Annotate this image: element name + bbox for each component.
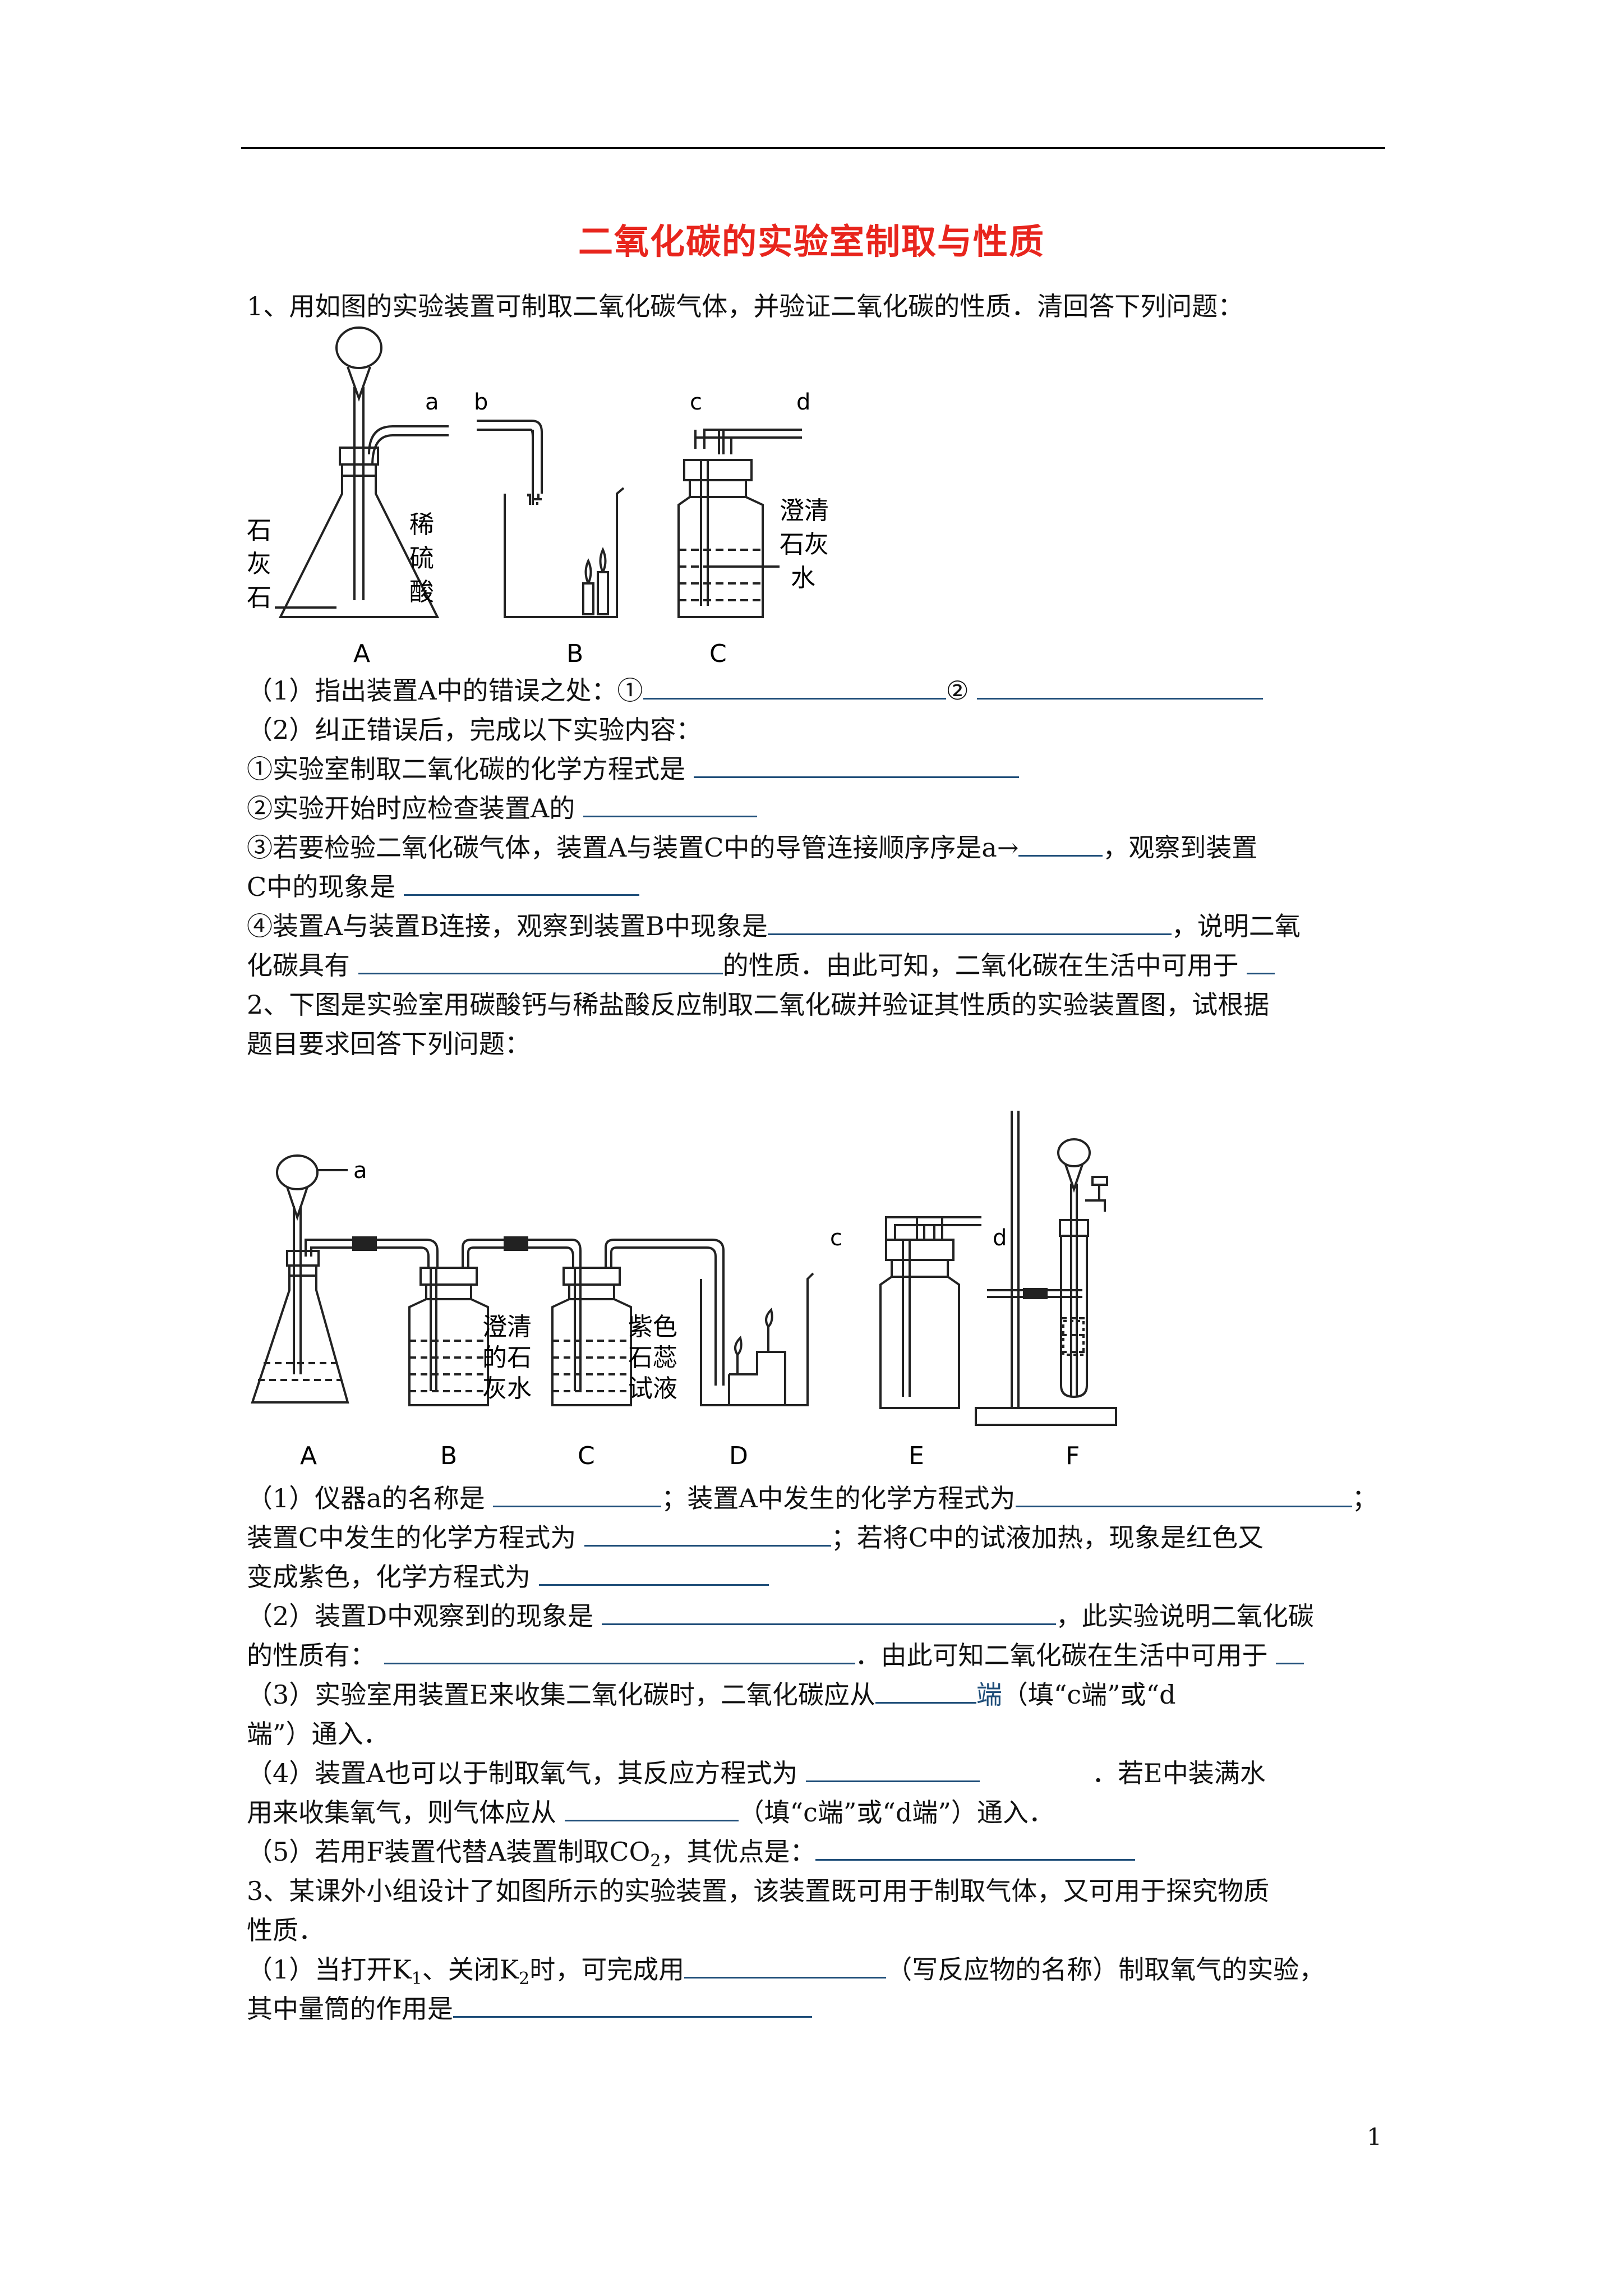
q2-line-10: （5）若用F装置代替A装置制取CO2，其优点是： bbox=[247, 1836, 1136, 1877]
q1-part5: ③若要检验二氧化碳气体，装置A与装置C中的导管连接顺序序是a→，观察到装置 bbox=[247, 832, 1258, 863]
q1-figure: a b c d 石 灰 石 稀 硫 酸 澄清 石灰 水 A B C bbox=[247, 326, 829, 668]
q1-part6: C中的现象是 bbox=[247, 871, 639, 903]
q2-label-E: E bbox=[909, 1442, 924, 1470]
q2-label-C: C bbox=[578, 1442, 595, 1470]
q1-label-a: a bbox=[425, 389, 439, 415]
q1-left1: 石 bbox=[247, 516, 271, 545]
q1-c-text1: 澄清 bbox=[780, 496, 829, 525]
q2-b-text2: 的石 bbox=[482, 1343, 532, 1372]
q1-stem: 1、用如图的实验装置可制取二氧化碳气体，并验证二氧化碳的性质．清回答下列问题： bbox=[247, 291, 1244, 321]
q2-line-4: （2）装置D中观察到的现象是 ，此实验说明二氧化碳 bbox=[247, 1601, 1314, 1631]
q1-label-d: d bbox=[796, 389, 810, 415]
q2-blank-2[interactable] bbox=[1015, 1483, 1352, 1507]
q1-part4: ②实验开始时应检查装置A的 bbox=[247, 793, 757, 824]
q2-blank-7[interactable] bbox=[1276, 1640, 1304, 1664]
q1-c-text2: 石灰 bbox=[780, 530, 829, 559]
q1-blank-2[interactable] bbox=[977, 675, 1264, 700]
q3-blank-2[interactable] bbox=[453, 1994, 812, 2018]
q2-stem-2: 题目要求回答下列问题： bbox=[247, 1029, 531, 1059]
q1-label-A: A bbox=[353, 639, 370, 668]
q1-left3: 石 bbox=[247, 583, 271, 612]
q1-label-C: C bbox=[709, 639, 727, 668]
q3-line-1: （1）当打开K1、关闭K2时，可完成用（写反应物的名称）制取氧气的实验， bbox=[247, 1954, 1325, 1989]
q2-line-3: 变成紫色，化学方程式为 bbox=[247, 1561, 769, 1593]
q2-label-a: a bbox=[353, 1158, 367, 1184]
q1-left2: 灰 bbox=[247, 550, 271, 578]
q3-line-2: 其中量筒的作用是 bbox=[247, 1993, 812, 2024]
q2-label-d: d bbox=[993, 1225, 1007, 1251]
q2-line-7: 端”）通入． bbox=[247, 1719, 389, 1749]
q2-blank-3[interactable] bbox=[584, 1522, 831, 1547]
q3-stem-1: 3、某课外小组设计了如图所示的实验装置，该装置既可用于制取气体，又可用于探究物质 bbox=[247, 1876, 1270, 1906]
q1-label-B: B bbox=[566, 639, 583, 668]
q2-blank-5[interactable] bbox=[601, 1601, 1056, 1625]
q1-part8: 化碳具有 的性质．由此可知，二氧化碳在生活中可用于 bbox=[247, 950, 1275, 981]
q1-blank-9[interactable] bbox=[1247, 950, 1275, 974]
q2-line-8: （4）装置A也可以于制取氧气，其反应方程式为 ．若E中装满水 bbox=[247, 1758, 1266, 1788]
q1-c-text3: 水 bbox=[791, 564, 815, 592]
page-title: 二氧化碳的实验室制取与性质 bbox=[578, 221, 1045, 262]
q2-c-text2: 石蕊 bbox=[628, 1343, 677, 1372]
q2-b-text1: 澄清 bbox=[482, 1313, 532, 1341]
q3-blank-1[interactable] bbox=[684, 1954, 887, 1978]
q2-label-F: F bbox=[1066, 1442, 1080, 1470]
q2-label-c: c bbox=[830, 1225, 842, 1251]
q2-b-text3: 灰水 bbox=[482, 1374, 532, 1403]
q2-blank-4[interactable] bbox=[538, 1562, 769, 1586]
q1-blank-5[interactable] bbox=[1018, 832, 1103, 857]
q2-blank-6[interactable] bbox=[384, 1640, 855, 1664]
q1-blank-7[interactable] bbox=[767, 911, 1172, 935]
header-rule bbox=[241, 147, 1385, 149]
q2-line-5: 的性质有： ．由此可知二氧化碳在生活中可用于 bbox=[247, 1640, 1304, 1671]
q3-stem-2: 性质． bbox=[247, 1915, 324, 1945]
q2-blank-11[interactable] bbox=[815, 1837, 1136, 1861]
q2-blank-8[interactable] bbox=[875, 1680, 976, 1704]
q2-line-1: （1）仪器a的名称是 ；装置A中发生的化学方程式为； bbox=[247, 1483, 1378, 1513]
q2-blank-10[interactable] bbox=[564, 1797, 739, 1821]
q2-label-B: B bbox=[440, 1442, 457, 1470]
q1-right1: 稀 bbox=[409, 510, 434, 539]
q1-blank-4[interactable] bbox=[583, 793, 757, 817]
q1-blank-1[interactable] bbox=[643, 675, 946, 700]
q2-line-2: 装置C中发生的化学方程式为 ；若将C中的试液加热，现象是红色又 bbox=[247, 1522, 1264, 1553]
q1-blank-8[interactable] bbox=[358, 950, 723, 974]
page-number: 1 bbox=[1367, 2123, 1382, 2151]
q1-blank-3[interactable] bbox=[693, 754, 1019, 778]
q1-label-c: c bbox=[690, 389, 702, 415]
q2-c-text1: 紫色 bbox=[628, 1313, 677, 1341]
q2-label-D: D bbox=[729, 1442, 748, 1470]
q1-blank-6[interactable] bbox=[403, 872, 639, 896]
q1-label-b: b bbox=[474, 389, 488, 415]
q1-part7: ④装置A与装置B连接，观察到装置B中现象是，说明二氧 bbox=[247, 911, 1301, 941]
q2-label-A: A bbox=[300, 1442, 317, 1470]
q1-part2: （2）纠正错误后，完成以下实验内容： bbox=[247, 715, 702, 745]
q1-right3: 酸 bbox=[409, 578, 434, 606]
q2-blank-9[interactable] bbox=[806, 1758, 980, 1782]
q2-figure: a c d 澄清 的石 灰水 紫色 石蕊 试液 A B C D E F bbox=[251, 1111, 1117, 1470]
q2-line-9: 用来收集氧气，则气体应从 （填“c端”或“d端”）通入． bbox=[247, 1797, 1054, 1828]
q1-right2: 硫 bbox=[409, 544, 434, 573]
q1-part3: ①实验室制取二氧化碳的化学方程式是 bbox=[247, 753, 1019, 785]
q2-line-6: （3）实验室用装置E来收集二氧化碳时，二氧化碳应从端（填“c端”或“d bbox=[247, 1680, 1176, 1710]
q2-c-text3: 试液 bbox=[628, 1374, 677, 1403]
q2-blank-1[interactable] bbox=[493, 1483, 662, 1507]
q2-stem-1: 2、下图是实验室用碳酸钙与稀盐酸反应制取二氧化碳并验证其性质的实验装置图，试根据 bbox=[247, 990, 1270, 1020]
